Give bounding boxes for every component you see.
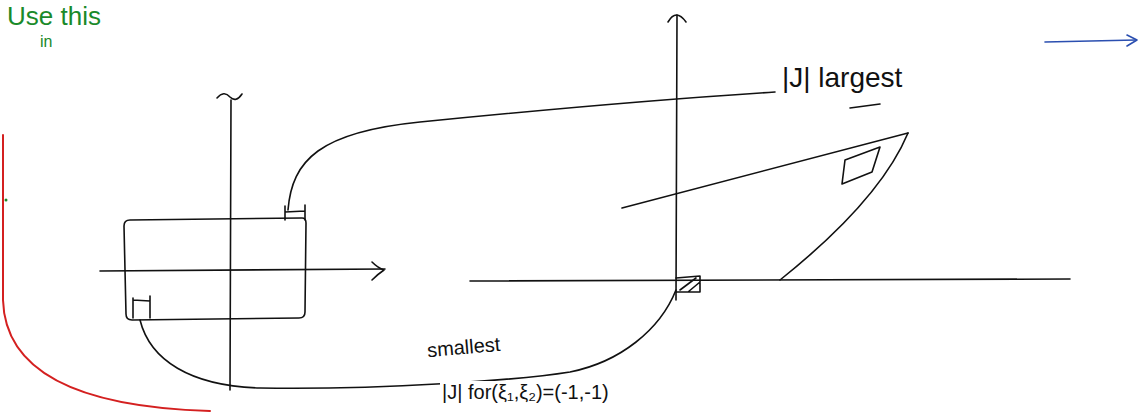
note-text: Use this bbox=[5, 2, 103, 32]
underline bbox=[850, 104, 880, 108]
annotation: smallest bbox=[424, 333, 503, 363]
annotation: |J| for(ξ₁,ξ₂)=(-1,-1) bbox=[440, 381, 611, 404]
dot bbox=[5, 199, 8, 202]
mapping-curve bbox=[288, 92, 775, 210]
arrow-line bbox=[1045, 40, 1136, 42]
note-text: in bbox=[38, 33, 54, 51]
small-element bbox=[676, 276, 700, 292]
axis-mark bbox=[217, 94, 242, 100]
reference-square bbox=[124, 218, 306, 320]
element-edge bbox=[622, 133, 908, 208]
element-edge bbox=[780, 133, 908, 280]
corner-element bbox=[133, 296, 150, 318]
small-element bbox=[842, 147, 880, 184]
axis-mark bbox=[668, 15, 686, 22]
axis bbox=[230, 100, 231, 390]
arrow-head bbox=[1127, 35, 1137, 46]
mapping-curve bbox=[140, 290, 676, 388]
axis bbox=[100, 269, 385, 271]
axis-mark bbox=[372, 262, 384, 280]
axis bbox=[676, 15, 677, 300]
annotation: |J| largest bbox=[780, 62, 904, 94]
axis bbox=[470, 279, 1070, 281]
